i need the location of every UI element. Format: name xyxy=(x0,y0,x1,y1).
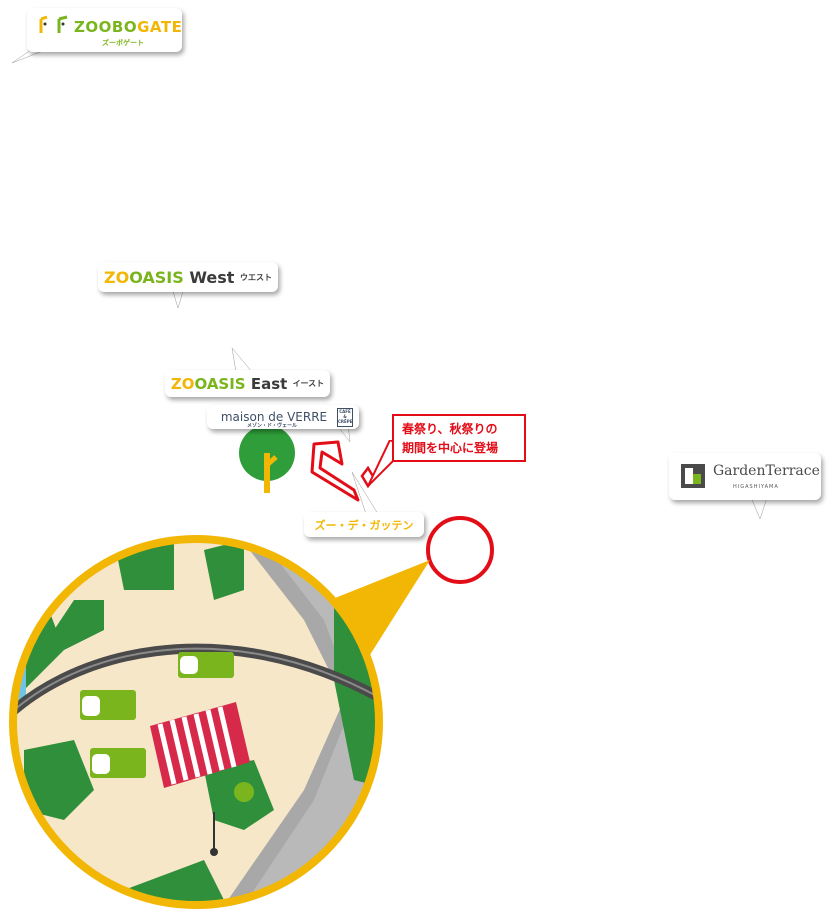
tree-icon xyxy=(239,425,295,493)
zoomed-area-map xyxy=(9,535,383,909)
truck-icon xyxy=(178,652,234,678)
zoobogate-subtitle: ズーボゲート xyxy=(102,39,144,47)
zoobogate-title: ZOOBOGATE xyxy=(74,18,183,36)
event-notice-line2: 期間を中心に登場 xyxy=(402,441,499,455)
maison-title: maison de VERRE xyxy=(220,410,328,424)
garden-terrace-logo-icon xyxy=(681,464,705,488)
zoobogate-label[interactable]: ZOOBOGATE ズーボゲート xyxy=(27,8,182,52)
zoobogate-logo-icon xyxy=(39,15,68,33)
zoo-de-gatten-label[interactable]: ズー・デ・ガッテン xyxy=(304,512,424,537)
truck-icon xyxy=(90,748,146,778)
maison-de-verre-label[interactable]: maison de VERRE メゾン・ド・ヴェール CAFÉ & CRÊPE xyxy=(207,405,359,429)
zooasis-west-name: West xyxy=(189,267,235,287)
zooasis-west-zo: ZO xyxy=(103,267,130,287)
zooasis-west-kana: ウエスト xyxy=(240,272,273,282)
garden-terrace-subtitle: HIGASHIYAMA xyxy=(733,484,779,490)
zooasis-east-kana: イースト xyxy=(292,379,325,388)
maison-subtitle: メゾン・ド・ヴェール xyxy=(247,423,298,429)
zooasis-east-name: East xyxy=(250,374,288,393)
event-notice-line1: 春祭り、秋祭りの xyxy=(402,422,498,436)
zoo-de-gatten-title: ズー・デ・ガッテン xyxy=(314,518,414,532)
zooasis-east-zo: ZO xyxy=(170,374,195,393)
zooasis-west-pointer xyxy=(171,288,185,309)
event-notice: 春祭り、秋祭りの 期間を中心に登場 xyxy=(392,414,526,462)
striped-tent-icon xyxy=(150,702,250,788)
garden-terrace-title: GardenTerrace xyxy=(713,463,820,479)
location-circle-marker xyxy=(426,516,494,584)
zooasis-west-oasis: OASIS xyxy=(129,267,184,287)
zooasis-east-oasis: OASIS xyxy=(194,374,246,393)
garden-terrace-pointer xyxy=(749,495,769,520)
truck-icon xyxy=(80,690,136,720)
cafe-crepe-badge: CAFÉ & CRÊPE xyxy=(337,408,353,427)
garden-terrace-label[interactable]: GardenTerrace HIGASHIYAMA xyxy=(669,453,821,500)
